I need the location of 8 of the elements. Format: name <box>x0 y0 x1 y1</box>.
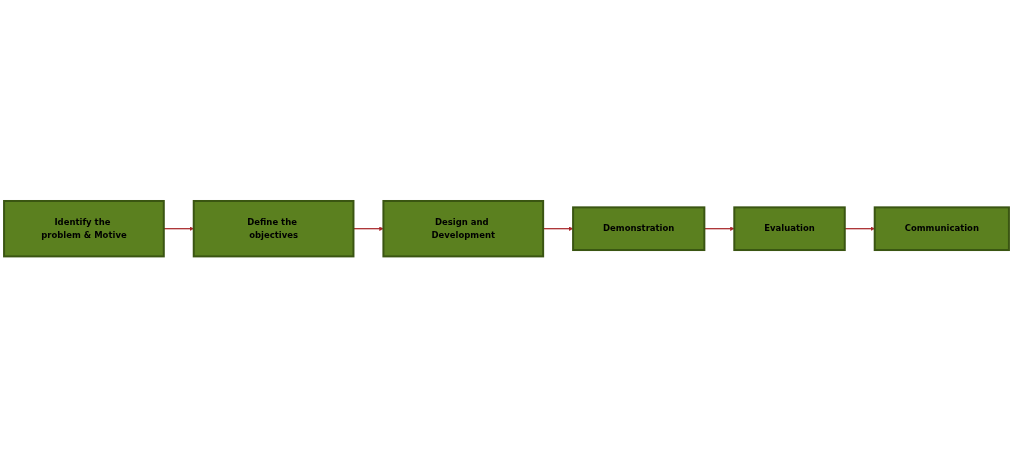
arrow <box>163 226 194 231</box>
node-box: Evaluation <box>733 206 846 251</box>
node-box: Demonstration <box>572 206 706 251</box>
node-box: Identify the problem & Motive <box>3 199 165 258</box>
node-box: Communication <box>873 206 1010 251</box>
node-box: Design and Development <box>382 199 545 258</box>
node-box: Define the objectives <box>192 199 355 258</box>
arrow <box>844 226 875 231</box>
